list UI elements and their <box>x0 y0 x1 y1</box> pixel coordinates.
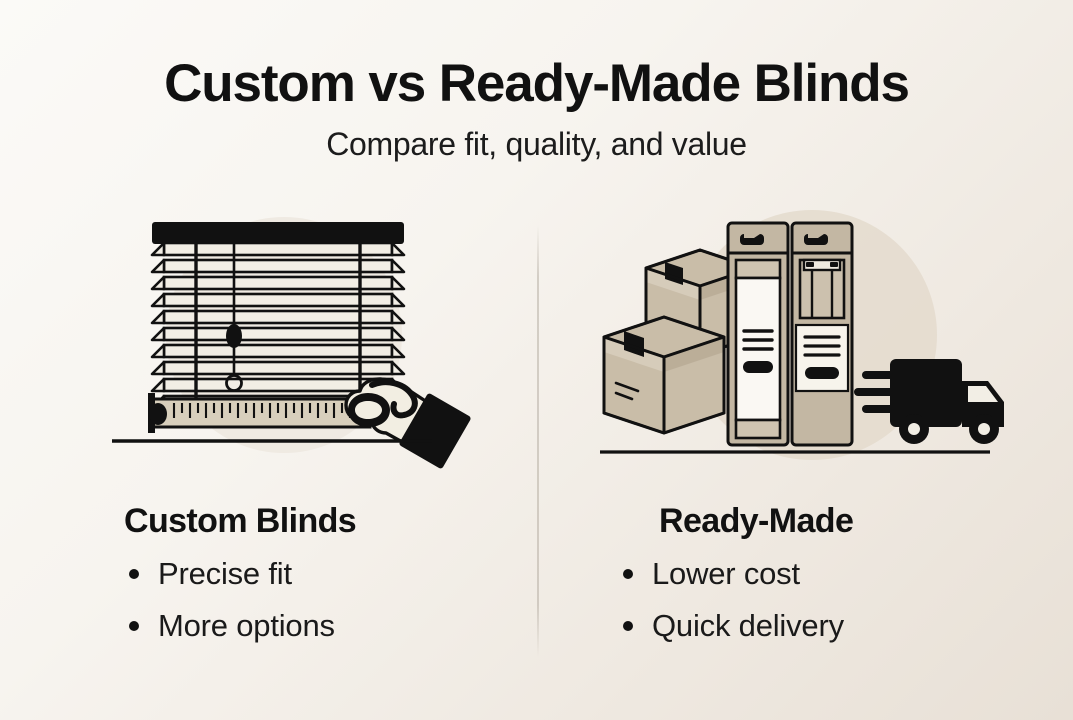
package-label-pill <box>805 367 839 379</box>
page-title: Custom vs Ready-Made Blinds <box>164 54 910 113</box>
list-item-label: More options <box>158 608 335 644</box>
page-subtitle: Compare fit, quality, and value <box>326 126 747 163</box>
blinds-headrail <box>152 222 404 244</box>
bullet-dot-icon <box>129 621 139 632</box>
feature-list-custom: Precise fit More options <box>104 540 528 641</box>
list-item-label: Lower cost <box>652 556 800 592</box>
bullet-dot-icon <box>623 621 633 632</box>
ready-made-packages-delivery-illustration <box>590 205 1010 470</box>
package-label-lines <box>803 335 841 357</box>
list-item: More options <box>126 610 528 641</box>
bullet-dot-icon <box>129 569 139 580</box>
list-item-label: Quick delivery <box>652 608 844 644</box>
cord-tassel <box>226 324 242 348</box>
blinds-ladder-cords <box>194 237 362 410</box>
hang-tab-hole <box>740 234 764 245</box>
delivery-truck-icon <box>854 359 1004 444</box>
cord-ring <box>225 374 243 392</box>
column-custom: Custom Blinds Precise fit More options <box>104 205 528 662</box>
hand-icon <box>344 377 471 469</box>
blinds-cord <box>225 244 243 392</box>
bullet-dot-icon <box>623 569 633 580</box>
header: Custom vs Ready-Made Blinds Compare fit,… <box>0 0 1073 162</box>
category-title-custom: Custom Blinds <box>124 502 357 540</box>
package-label-lines <box>742 329 774 351</box>
list-item-label: Precise fit <box>158 556 292 592</box>
column-ready-made: Ready-Made Lower cost Quick delivery <box>590 205 1010 662</box>
package-label-pill <box>743 361 773 373</box>
retail-package-icon <box>726 221 790 447</box>
custom-blinds-measuring-illustration <box>104 205 528 470</box>
tape-measure-icon <box>148 393 372 433</box>
list-item: Lower cost <box>620 558 1010 589</box>
list-item: Precise fit <box>126 558 528 589</box>
hang-tab-hole <box>804 234 828 245</box>
category-title-ready-made: Ready-Made <box>659 502 854 540</box>
vertical-divider <box>537 225 539 657</box>
feature-list-ready-made: Lower cost Quick delivery <box>590 540 1010 641</box>
retail-package-icon <box>790 221 854 447</box>
list-item: Quick delivery <box>620 610 1010 641</box>
